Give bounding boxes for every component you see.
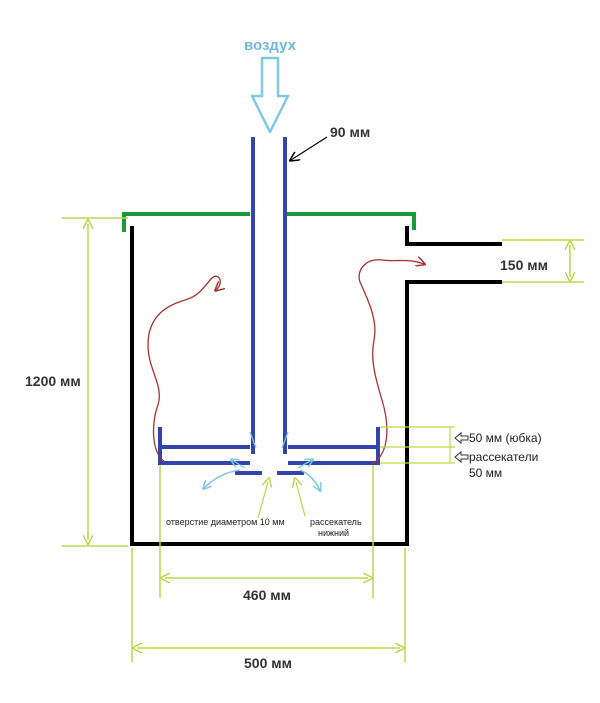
outlet-pipe-top	[405, 226, 502, 246]
flow-arrow-up-left-icon	[249, 431, 257, 449]
hole-label: отверстие диаметром 10 мм	[166, 517, 285, 527]
outer-width-label: 500 мм	[244, 655, 292, 671]
inner-width-label: 460 мм	[243, 587, 291, 603]
lower-divider-label-line1: рассекатель	[310, 517, 362, 527]
air-label: воздух	[244, 37, 297, 54]
divider-right	[288, 427, 380, 465]
flow-arrow-up-right-icon	[281, 431, 289, 449]
dividers-label-line2: 50 мм	[469, 466, 502, 480]
lower-divider-label-line2: нижний	[318, 528, 349, 538]
flow-arrow-center-right-icon	[297, 460, 312, 469]
airflow-left-curve	[147, 275, 220, 463]
container-lid	[122, 212, 416, 232]
divider-left	[158, 427, 250, 465]
dividers-label-line1: рассекатели	[469, 450, 538, 464]
pipe-diameter-pointer	[291, 136, 328, 160]
flow-arrow-right-icon	[299, 469, 320, 490]
hole-pointer	[257, 482, 268, 519]
outlet-height-label: 150 мм	[500, 257, 548, 273]
flow-arrow-center-left-icon	[232, 460, 246, 469]
lower-divider-pointer	[296, 482, 306, 517]
air-arrow-icon	[250, 56, 290, 134]
airflow-right-curve	[358, 260, 424, 465]
container-body	[130, 226, 502, 546]
pipe-diameter-label: 90 мм	[330, 124, 370, 140]
flow-arrow-left-icon	[204, 469, 241, 488]
skirt-label-arrow-icon	[454, 431, 469, 445]
dividers-label-arrow-icon	[454, 450, 469, 464]
skirt-label: 50 мм (юбка)	[469, 431, 542, 445]
height-label: 1200 мм	[25, 373, 81, 389]
